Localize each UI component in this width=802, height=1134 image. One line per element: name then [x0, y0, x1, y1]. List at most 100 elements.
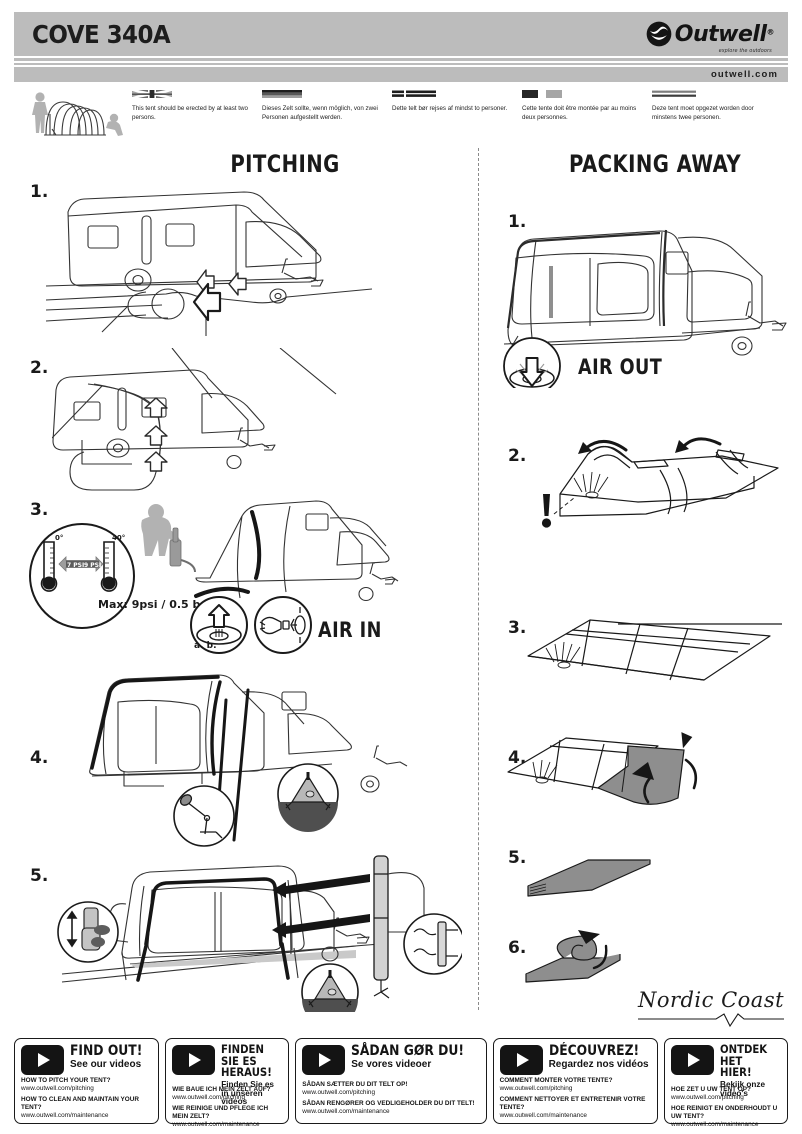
pitching-step-5-number: 5.	[30, 866, 49, 886]
video-link-url[interactable]: www.outwell.com/pitching	[302, 1089, 375, 1096]
nordic-coast-name: Nordic Coast	[637, 988, 785, 1012]
svg-text:0°: 0°	[55, 534, 63, 542]
video-link-question: WIE BAUE ICH MEIN ZELT AUF?	[172, 1086, 271, 1093]
two-persons-illustration	[22, 90, 132, 140]
air-in-label: AIR IN	[318, 618, 382, 642]
video-box-de[interactable]: FINDEN SIE ES HERAUS! Finden Sie es in u…	[165, 1038, 290, 1128]
language-notice-nl: Deze tent moet opgezet worden door minst…	[652, 90, 782, 140]
video-link-url[interactable]: www.outwell.com/maintenance	[172, 1121, 260, 1128]
video-box-da[interactable]: SÅDAN GØR DU! Se vores videoer SÅDAN SÆT…	[295, 1038, 487, 1124]
packing-step-4-illustration	[500, 722, 780, 827]
pitching-step-5-illustration	[52, 852, 462, 1012]
language-notice-row: This tent should be erected by at least …	[22, 90, 782, 140]
video-box-nl[interactable]: ONTDEK HET HIER! Bekijk onze video's HOE…	[664, 1038, 789, 1128]
video-link-question: COMMENT MONTER VOTRE TENTE?	[499, 1077, 613, 1084]
outwell-mark-icon	[646, 21, 672, 47]
packing-step-3-number: 3.	[508, 618, 527, 638]
brand-name: Outwell	[674, 21, 767, 47]
pitching-step-4-illustration	[52, 672, 452, 852]
video-link-question: SÅDAN SÆTTER DU DIT TELT OP!	[302, 1081, 408, 1088]
play-button-icon[interactable]	[302, 1045, 346, 1075]
play-button-icon[interactable]	[21, 1045, 64, 1075]
flag-dk-icon	[392, 90, 514, 98]
language-notice-de: Dieses Zelt sollte, wenn möglich, von zw…	[262, 90, 392, 140]
video-link-question: COMMENT NETTOYER ET ENTRETENIR VOTRE TEN…	[499, 1096, 646, 1111]
video-link-question: HOE REINIGT EN ONDERHOUDT U UW TENT?	[671, 1105, 778, 1120]
play-button-icon[interactable]	[172, 1045, 216, 1075]
svg-text:40°: 40°	[112, 534, 125, 542]
language-notice-text: Deze tent moet opgezet worden door minst…	[652, 105, 754, 122]
video-link-url[interactable]: www.outwell.com/pitching	[172, 1094, 246, 1101]
video-box-en[interactable]: FIND OUT! See our videos HOW TO PITCH YO…	[14, 1038, 160, 1124]
nordic-coast-wave-icon	[638, 1013, 784, 1028]
video-link-url[interactable]: www.outwell.com/maintenance	[21, 1112, 109, 1119]
video-link-url[interactable]: www.outwell.com/maintenance	[671, 1121, 759, 1128]
packing-step-2-number: 2.	[508, 446, 527, 466]
pitching-step-2-number: 2.	[30, 358, 49, 378]
video-headline: SÅDAN GØR DU!	[351, 1043, 465, 1059]
play-button-icon[interactable]	[671, 1045, 715, 1075]
valve-steps-label: a. b.	[194, 641, 217, 651]
play-button-icon[interactable]	[499, 1045, 543, 1075]
video-link-url[interactable]: www.outwell.com/maintenance	[499, 1112, 587, 1119]
packing-step-1-illustration	[494, 218, 794, 388]
packing-step-1-number: 1.	[508, 212, 527, 232]
packing-step-6-number: 6.	[508, 938, 527, 958]
flag-fr-icon	[522, 90, 644, 98]
flag-uk-icon	[132, 90, 172, 98]
packing-step-6-illustration	[520, 928, 670, 990]
pitching-step-4-number: 4.	[30, 748, 49, 768]
pitching-step-1-illustration	[46, 188, 386, 338]
language-notice-text: Dieses Zelt sollte, wenn möglich, von zw…	[262, 105, 378, 122]
video-headline: ONTDEK HET HIER!	[720, 1042, 768, 1080]
flag-de-icon	[262, 90, 302, 98]
packing-step-2-illustration	[530, 432, 788, 542]
pitching-step-3-illustration	[130, 498, 410, 618]
language-notice-text: Cette tente doit être montée par au moin…	[522, 105, 637, 122]
website-url: outwell.com	[711, 69, 778, 80]
video-subhead: Se vores videoer	[351, 1059, 432, 1070]
video-link-question: SÅDAN RENGØRER OG VEDLIGEHOLDER DU DIT T…	[302, 1100, 475, 1107]
valve-detail-circles	[188, 595, 314, 657]
video-link-url[interactable]: www.outwell.com/pitching	[499, 1085, 573, 1092]
language-notice-da: Dette telt bør rejses af mindst to perso…	[392, 90, 522, 140]
video-box-fr[interactable]: DÉCOUVREZ! Regardez nos vidéos COMMENT M…	[492, 1038, 659, 1124]
footer-video-boxes: FIND OUT! See our videos HOW TO PITCH YO…	[14, 1038, 789, 1128]
svg-text:9 PSI: 9 PSI	[84, 562, 101, 569]
language-notice-text: This tent should be erected by at least …	[132, 105, 248, 122]
video-link-url[interactable]: www.outwell.com/maintenance	[302, 1108, 390, 1115]
packing-step-5-illustration	[520, 848, 700, 904]
pitching-step-2-illustration	[52, 348, 362, 498]
registered-mark: ®	[766, 27, 775, 37]
section-title-pitching: PITCHING	[230, 150, 340, 178]
video-link-question: HOE ZET U UW TENT OP?	[671, 1086, 751, 1093]
packing-step-5-number: 5.	[508, 848, 527, 868]
packing-step-4-number: 4.	[508, 748, 527, 768]
video-headline: FIND OUT!	[70, 1043, 143, 1059]
language-notice-fr: Cette tente doit être montée par au moin…	[522, 90, 652, 140]
header-rule-mid	[14, 63, 788, 65]
brand-logo: Outwell® explore the outdoors	[646, 21, 775, 54]
header-url-bar: outwell.com	[14, 67, 788, 82]
nordic-coast-logo: Nordic Coast	[636, 988, 786, 1032]
video-subhead: Bekijk onze video's	[720, 1080, 766, 1098]
air-out-label: AIR OUT	[578, 355, 663, 379]
svg-text:7 PSI: 7 PSI	[67, 562, 84, 569]
two-persons-tent-icon	[32, 92, 123, 136]
video-link-url[interactable]: www.outwell.com/pitching	[671, 1094, 744, 1101]
video-link-url[interactable]: www.outwell.com/pitching	[21, 1085, 94, 1092]
language-notice-text: Dette telt bør rejses af mindst to perso…	[392, 105, 508, 112]
video-subhead: Regardez nos vidéos	[548, 1059, 649, 1070]
brand-tagline: explore the outdoors	[718, 47, 772, 54]
page-title: COVE 340A	[32, 19, 171, 49]
video-headline: FINDEN SIE ES HERAUS!	[221, 1042, 273, 1080]
video-headline: DÉCOUVREZ!	[548, 1043, 639, 1059]
video-subhead: See our videos	[70, 1059, 142, 1070]
video-link-question: WIE REINIGE UND PFLEGE ICH MEIN ZELT?	[172, 1105, 269, 1120]
pressure-gauge-detail: 0° 40° 7 PSI 9 PSI	[26, 520, 138, 632]
header-bar: COVE 340A Outwell® explore the outdoors	[14, 12, 788, 56]
section-title-packing-away: PACKING AWAY	[568, 150, 742, 178]
language-notice-en: This tent should be erected by at least …	[132, 90, 262, 140]
column-divider	[478, 148, 479, 1010]
